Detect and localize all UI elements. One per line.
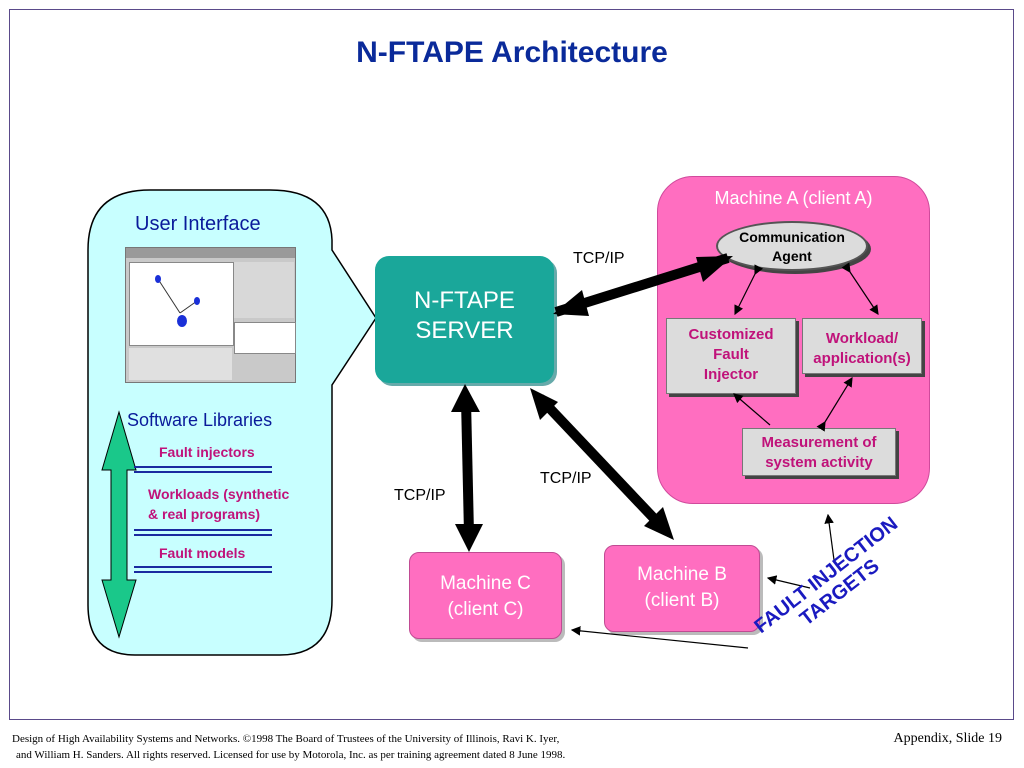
tcpip-label-b: TCP/IP	[540, 470, 592, 487]
footer-line1: Design of High Availability Systems and …	[12, 733, 560, 745]
ui-screenshot-graph	[155, 275, 200, 327]
machine-b-box: Machine B (client B)	[604, 545, 760, 632]
footer-line2: and William H. Sanders. All rights reser…	[16, 749, 566, 761]
machine-b-line2: (client B)	[644, 590, 720, 611]
ui-screenshot	[125, 247, 296, 383]
slide-frame	[9, 9, 1014, 720]
workload-box: Workload/ application(s)	[802, 318, 922, 374]
communication-agent-line2: Agent	[772, 248, 812, 264]
library-workloads-line2: & real programs)	[148, 506, 261, 522]
fault-injector-box: Customized Fault Injector	[666, 318, 796, 394]
library-divider-5	[134, 566, 272, 568]
library-fault-injectors: Fault injectors	[159, 444, 255, 460]
measurement-line1: Measurement of	[761, 434, 877, 451]
measurement-line2: system activity	[765, 454, 873, 471]
library-divider-3	[134, 529, 272, 531]
workload-line2: application(s)	[813, 350, 911, 367]
workload-line1: Workload/	[825, 330, 899, 347]
user-interface-heading: User Interface	[135, 213, 261, 235]
machine-c-box: Machine C (client C)	[409, 552, 562, 639]
library-divider-2	[134, 471, 272, 473]
tcpip-label-c: TCP/IP	[394, 487, 446, 504]
library-divider-4	[134, 534, 272, 536]
server-line1: N-FTAPE	[414, 287, 515, 314]
ui-screenshot-titlebar	[126, 248, 295, 258]
communication-agent-line1: Communication	[739, 229, 845, 245]
library-fault-models: Fault models	[159, 545, 246, 561]
ui-screenshot-list	[234, 322, 296, 354]
fault-injector-line1: Customized	[688, 326, 774, 343]
page-title: N-FTAPE Architecture	[356, 36, 668, 69]
fault-injector-line3: Injector	[703, 366, 759, 383]
ui-screenshot-bottom	[129, 348, 232, 380]
measurement-box: Measurement of system activity	[742, 428, 896, 476]
fault-injector-line2: Fault	[713, 346, 749, 363]
nftape-server-box	[375, 256, 554, 383]
machine-b-line1: Machine B	[637, 564, 727, 585]
library-divider-1	[134, 466, 272, 468]
ui-screenshot-canvas	[129, 262, 234, 346]
machine-c-line1: Machine C	[440, 573, 531, 594]
slide-number: Appendix, Slide 19	[893, 731, 1003, 746]
communication-agent: Communication Agent	[716, 221, 868, 271]
library-divider-6	[134, 571, 272, 573]
server-line2: SERVER	[415, 317, 514, 344]
machine-a-title: Machine A (client A)	[714, 188, 873, 208]
tcpip-label-a: TCP/IP	[573, 250, 625, 267]
library-workloads-line1: Workloads (synthetic	[148, 486, 290, 502]
nftape-server-label: N-FTAPE SERVER	[375, 286, 554, 346]
software-libraries-heading: Software Libraries	[127, 410, 273, 430]
machine-c-line2: (client C)	[447, 599, 524, 620]
ui-screenshot-panel	[234, 262, 294, 318]
